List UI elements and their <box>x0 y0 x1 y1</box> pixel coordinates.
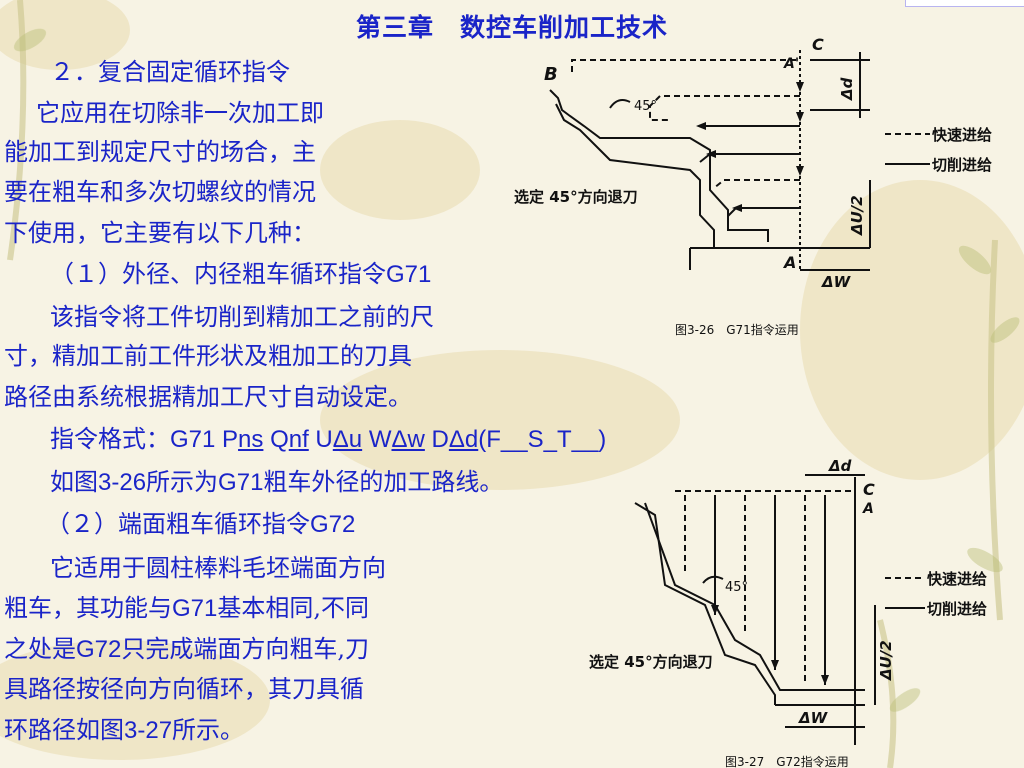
subheading-text: （２）端面粗车循环指令 <box>46 510 310 538</box>
format-param-dw: Δw <box>391 426 425 453</box>
legend-rapid-label: 快速进给 <box>932 126 992 144</box>
subheading-g72: （２）端面粗车循环指令G72 <box>46 508 355 541</box>
angle-label: 45° <box>634 99 657 114</box>
paragraph-line: 下使用，它主要有以下几种： <box>4 219 316 247</box>
label-c: C <box>863 480 875 499</box>
angle-arc <box>702 575 724 584</box>
figure-ref: 3-26 <box>98 469 147 496</box>
legend-cut-label: 切削进给 <box>932 156 992 174</box>
dim-w-label: ΔW <box>798 709 829 727</box>
paragraph-line: 该指令将工件切削到精加工之前的尺 <box>50 303 434 331</box>
dim-w-label: ΔW <box>821 273 852 291</box>
paragraph-line: 粗车，其功能与G71基本相同,不同 <box>4 592 369 625</box>
slide-title: 第三章 数控车削加工技术 <box>355 13 668 42</box>
paragraph-line: 它适用于圆柱棒料毛坯端面方向 <box>50 554 386 582</box>
text-run: 之处是 <box>4 635 76 663</box>
format-part: W <box>362 426 392 453</box>
format-part: Q <box>263 426 289 453</box>
subheading-text: （１）外径、内径粗车循环指令 <box>50 260 386 288</box>
code-g71: G71 <box>172 595 218 622</box>
text-run: 粗车外径的加工路线。 <box>263 468 504 496</box>
format-param-dd: Δd <box>448 426 479 453</box>
finished-profile <box>555 103 800 249</box>
label-a: A <box>782 253 796 272</box>
angle-label: 45° <box>725 580 748 595</box>
finished-profile <box>644 502 865 691</box>
figure-g71-diagram: B C A' A 45° Δd ΔU/2 ΔW 选定 45°方向退刀 快速进给 … <box>514 35 992 337</box>
retract-note: 选定 45°方向退刀 <box>589 653 713 671</box>
dim-d-label: Δd <box>828 457 852 475</box>
section-heading: ２．复合固定循环指令 <box>50 58 290 86</box>
label-a: A <box>862 501 874 517</box>
paragraph-line: 它应用在切除非一次加工即 <box>36 99 324 127</box>
format-tail: (F__S_T__) <box>478 426 607 453</box>
angle-arc <box>609 99 631 109</box>
legend-rapid-label: 快速进给 <box>927 570 987 588</box>
dim-u2-label: ΔU/2 <box>848 195 866 236</box>
text-run: 所示为 <box>146 468 219 496</box>
text-run: 所示。 <box>172 716 245 744</box>
format-param-nf: nf <box>288 426 309 453</box>
format-part: D <box>424 426 449 453</box>
figure-caption: 图3-27 G72指令运用 <box>725 754 849 768</box>
corner-decoration <box>905 0 1024 7</box>
format-param-du: Δu <box>332 426 363 453</box>
text-run: 环路径如图 <box>4 716 124 744</box>
text-run: 如图 <box>50 468 98 496</box>
paragraph-line: 之处是G72只完成端面方向粗车,刀 <box>4 633 369 666</box>
label-c: C <box>812 35 824 54</box>
cut-pass <box>649 95 800 217</box>
figure-g72-diagram: Δd C A 45° ΔU/2 ΔW 选定 45°方向退刀 快速进给 切削进给 … <box>589 457 987 768</box>
label-a-prime: A' <box>783 56 799 72</box>
retract-note: 选定 45°方向退刀 <box>514 188 638 206</box>
figure-caption: 图3-26 G71指令运用 <box>675 322 799 337</box>
paragraph-line: 路径由系统根据精加工尺寸自动设定。 <box>4 383 412 411</box>
paragraph-line: 环路径如图3-27所示。 <box>4 714 244 747</box>
dim-d-label: Δd <box>838 77 856 101</box>
legend-cut-label: 切削进给 <box>927 600 987 618</box>
paragraph-line: 能加工到规定尺寸的场合，主 <box>4 138 316 166</box>
paragraph-line: 如图3-26所示为G71粗车外径的加工路线。 <box>50 466 503 499</box>
paragraph-line: 具路径按径向方向循环，其刀具循 <box>4 675 364 703</box>
code-g72: G72 <box>310 511 356 538</box>
format-label: 指令格式： <box>50 425 170 453</box>
code-g71: G71 <box>218 469 264 496</box>
code-g72: G72 <box>76 636 122 663</box>
text-run: 基本相同,不同 <box>217 594 370 622</box>
subheading-g71: （１）外径、内径粗车循环指令G71 <box>50 258 431 291</box>
workpiece-profile <box>549 89 769 242</box>
workpiece-profile <box>634 502 776 705</box>
rapid-path <box>571 59 800 72</box>
cut-pass <box>684 495 826 685</box>
text-run: 只完成端面方向粗车,刀 <box>121 635 370 663</box>
command-format: 指令格式：G71 Pns Qnf UΔu WΔw DΔd(F__S_T__) <box>50 423 606 456</box>
dim-u2-label: ΔU/2 <box>877 640 895 681</box>
format-part: U <box>308 426 333 453</box>
paragraph-line: 寸，精加工前工件形状及粗加工的刀具 <box>4 342 412 370</box>
format-part: G71 P <box>170 426 239 453</box>
label-b: B <box>544 64 558 85</box>
code-g71: G71 <box>386 261 432 288</box>
figure-ref: 3-27 <box>124 717 173 744</box>
paragraph-line: 要在粗车和多次切螺纹的情况 <box>4 178 316 206</box>
text-run: 粗车，其功能与 <box>4 594 172 622</box>
format-param-ns: ns <box>238 426 264 453</box>
